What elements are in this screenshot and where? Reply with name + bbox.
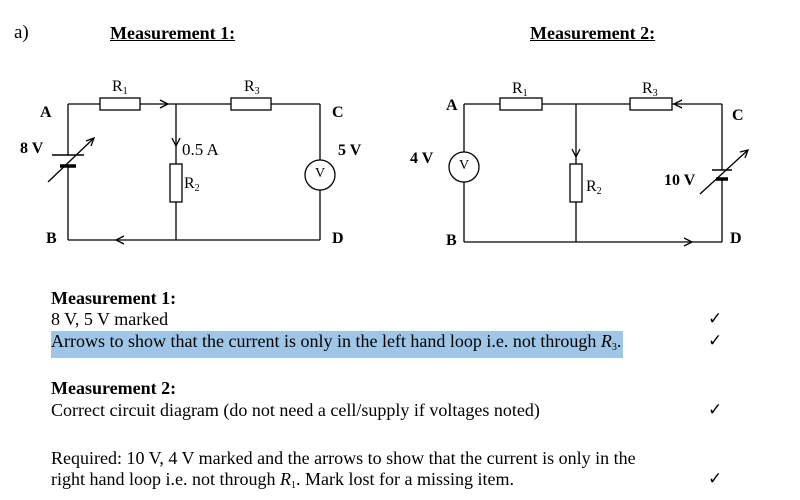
arrow-top-m1 — [159, 99, 170, 109]
scheme-m2-line3: right hand loop i.e. not through R1. Mar… — [51, 469, 514, 491]
measurement-1-title: Measurement 1: — [110, 23, 236, 43]
scheme-m1-line2: Arrows to show that the current is only … — [51, 331, 624, 358]
resistor-r1-m1 — [99, 97, 141, 111]
resistor-r2-m1 — [169, 163, 183, 203]
meter-voltage-m2: 4 V — [410, 150, 434, 167]
scheme-m1-heading: Measurement 1: — [51, 288, 177, 308]
arrow-top-m2 — [672, 99, 683, 109]
label-r2-m1: R2 — [184, 175, 200, 194]
part-label: a) — [14, 22, 29, 43]
tick-mark-4: ✓ — [708, 469, 723, 489]
tick-mark-1: ✓ — [708, 309, 723, 329]
node-d-m2: D — [730, 230, 742, 247]
scheme-m1-line1: 8 V, 5 V marked — [51, 309, 169, 329]
arrow-mid-m2 — [571, 148, 581, 159]
label-r1-m2: R1 — [512, 80, 528, 99]
arrow-mid-m1 — [171, 137, 181, 148]
resistor-r3-m2 — [629, 97, 673, 111]
node-a-m1: A — [40, 104, 52, 121]
scheme-m2-line1: Correct circuit diagram (do not need a c… — [51, 400, 540, 420]
current-label-m1: 0.5 A — [182, 140, 219, 159]
meter-voltage-m1: 5 V — [338, 142, 362, 159]
label-r2-m2: R2 — [586, 178, 602, 197]
voltmeter-label-m2: V — [459, 158, 470, 173]
scheme-m2-line2: Required: 10 V, 4 V marked and the arrow… — [51, 448, 636, 468]
node-a-m2: A — [446, 97, 458, 114]
circuit-1 — [47, 97, 336, 245]
node-c-m2: C — [732, 107, 744, 124]
measurement-2-title: Measurement 2: — [530, 23, 656, 43]
resistor-r3-m1 — [230, 97, 272, 111]
resistor-r1-m2 — [499, 97, 543, 111]
node-b-m1: B — [46, 230, 57, 247]
tick-mark-3: ✓ — [708, 400, 723, 420]
node-d-m1: D — [332, 230, 344, 247]
supply-voltage-m2: 10 V — [664, 172, 696, 189]
tick-mark-2: ✓ — [708, 331, 723, 351]
arrow-bottom-m2 — [683, 237, 694, 247]
supply-voltage-m1: 8 V — [20, 140, 44, 157]
arrow-bottom-m1 — [114, 235, 125, 245]
label-r1-m1: R1 — [112, 78, 128, 97]
voltmeter-label-m1: V — [315, 166, 326, 181]
node-c-m1: C — [332, 104, 344, 121]
resistor-r2-m2 — [569, 163, 583, 203]
scheme-m2-heading: Measurement 2: — [51, 378, 177, 398]
circuit-2 — [448, 97, 750, 247]
label-r3-m2: R3 — [642, 80, 658, 99]
label-r3-m1: R3 — [244, 78, 260, 97]
node-b-m2: B — [446, 232, 457, 249]
